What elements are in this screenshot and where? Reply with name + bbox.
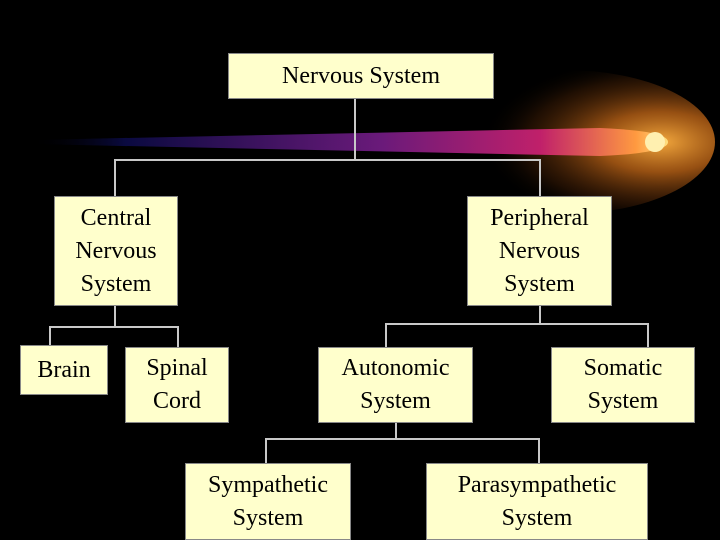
central-line-2: Nervous [75, 237, 157, 264]
parasympathetic-system-box: Parasympathetic System [426, 463, 648, 540]
connector-to-central [114, 159, 116, 197]
connector-autonomic-horizontal [265, 438, 540, 440]
connector-to-autonomic [385, 323, 387, 348]
comet-tail [30, 128, 668, 156]
connector-peripheral-down [539, 305, 541, 325]
autonomic-line-2: System [360, 388, 431, 414]
connector-peripheral-horizontal [385, 323, 649, 325]
sympathetic-system-box: Sympathetic System [185, 463, 351, 540]
connector-to-brain [49, 326, 51, 346]
comet-head [645, 132, 665, 152]
brain-label: Brain [37, 356, 91, 383]
brain-box: Brain [20, 345, 108, 395]
connector-central-horizontal [49, 326, 179, 328]
parasympathetic-line-1: Parasympathetic [457, 471, 617, 498]
somatic-line-2: System [587, 388, 659, 414]
central-nervous-system-box: Central Nervous System [54, 196, 178, 306]
parasympathetic-line-2: System [501, 504, 573, 531]
peripheral-line-1: Peripheral [490, 204, 589, 231]
somatic-line-1: Somatic [583, 355, 663, 381]
peripheral-line-2: Nervous [498, 237, 581, 264]
connector-to-sympathetic [265, 438, 267, 464]
connector-autonomic-down [395, 422, 397, 440]
peripheral-nervous-system-box: Peripheral Nervous System [467, 196, 612, 306]
sympathetic-line-1: Sympathetic [208, 471, 328, 498]
spinal-cord-line-1: Spinal [146, 355, 208, 381]
somatic-system-box: Somatic System [551, 347, 695, 423]
peripheral-line-3: System [504, 270, 575, 297]
autonomic-system-box: Autonomic System [318, 347, 473, 423]
central-line-3: System [80, 270, 152, 297]
connector-to-spinal-cord [177, 326, 179, 348]
nervous-system-box: Nervous System [228, 53, 494, 99]
connector-central-down [114, 305, 116, 328]
connector-to-somatic [647, 323, 649, 348]
sympathetic-line-2: System [232, 504, 304, 531]
connector-top-horizontal [114, 159, 541, 161]
connector-to-peripheral [539, 159, 541, 197]
nervous-system-label: Nervous System [282, 62, 440, 89]
central-line-1: Central [80, 204, 152, 231]
spinal-cord-box: Spinal Cord [125, 347, 229, 423]
connector-to-parasympathetic [538, 438, 540, 464]
autonomic-line-1: Autonomic [341, 355, 450, 381]
connector-root-down [354, 98, 356, 160]
spinal-cord-line-2: Cord [153, 388, 201, 414]
